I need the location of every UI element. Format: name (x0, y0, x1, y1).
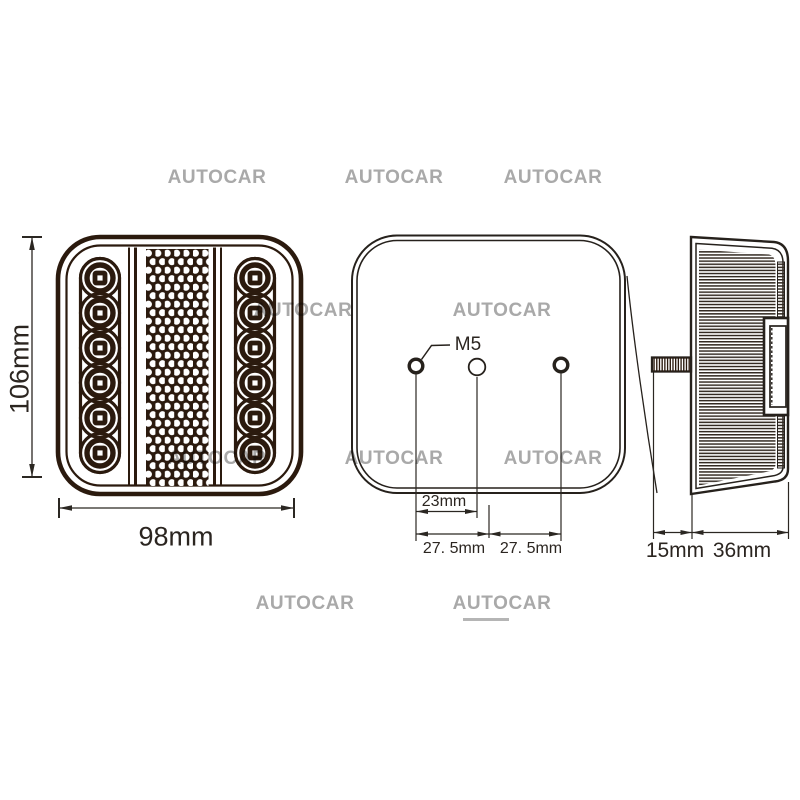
left-offset-dimension-label: 27. 5mm (422, 540, 486, 557)
side-view-dimensions (652, 372, 790, 539)
watermark-underline (463, 618, 509, 621)
watermark: AUTOCAR (255, 593, 355, 614)
watermark: AUTOCAR (503, 167, 603, 188)
watermark: AUTOCAR (452, 593, 552, 614)
body-depth-dimension-label: 36mm (712, 539, 772, 562)
hole-pitch-dimension-label: 23mm (421, 493, 467, 510)
watermark: AUTOCAR (167, 448, 267, 469)
thread-size-label: M5 (454, 334, 482, 355)
watermark: AUTOCAR (167, 167, 267, 188)
right-mounting-hole (552, 356, 570, 374)
m5-leader-line (420, 344, 451, 360)
watermark: AUTOCAR (344, 167, 444, 188)
front-view (55, 234, 304, 497)
front-height-dimension-label: 106mm (4, 323, 35, 415)
front-view-dimensions (22, 236, 295, 518)
back-view (351, 234, 626, 494)
center-cable-hole (467, 357, 487, 377)
watermark: AUTOCAR (344, 448, 444, 469)
watermark: AUTOCAR (503, 448, 603, 469)
watermark: AUTOCAR (452, 300, 552, 321)
back-view-dimensions (415, 373, 562, 541)
watermark: AUTOCAR (253, 300, 353, 321)
front-width-dimension-label: 98mm (138, 521, 214, 552)
stud-length-dimension-label: 15mm (645, 539, 705, 562)
right-offset-dimension-label: 27. 5mm (499, 540, 563, 557)
side-view (626, 235, 790, 496)
left-mounting-hole (407, 357, 425, 375)
